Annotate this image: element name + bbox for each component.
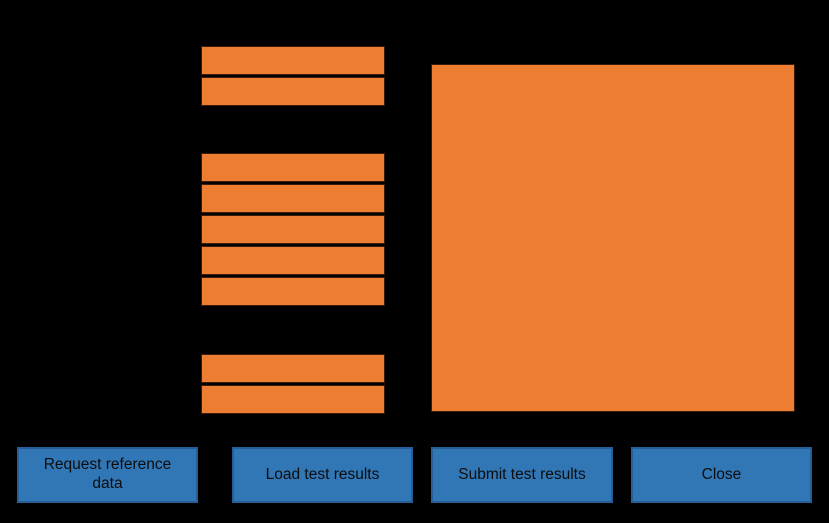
request-reference-data-button[interactable]: Request reference data (17, 447, 198, 503)
field-group-middle (201, 153, 385, 308)
input-field[interactable] (201, 46, 385, 75)
input-field[interactable] (201, 277, 385, 306)
input-field[interactable] (201, 153, 385, 182)
field-group-bottom (201, 354, 385, 416)
input-field[interactable] (201, 246, 385, 275)
input-field[interactable] (201, 385, 385, 414)
submit-test-results-button[interactable]: Submit test results (431, 447, 613, 503)
close-button[interactable]: Close (631, 447, 812, 503)
input-field[interactable] (201, 215, 385, 244)
input-field[interactable] (201, 77, 385, 106)
input-field[interactable] (201, 354, 385, 383)
field-group-top (201, 46, 385, 108)
input-field[interactable] (201, 184, 385, 213)
results-textarea[interactable] (431, 64, 795, 412)
load-test-results-button[interactable]: Load test results (232, 447, 413, 503)
